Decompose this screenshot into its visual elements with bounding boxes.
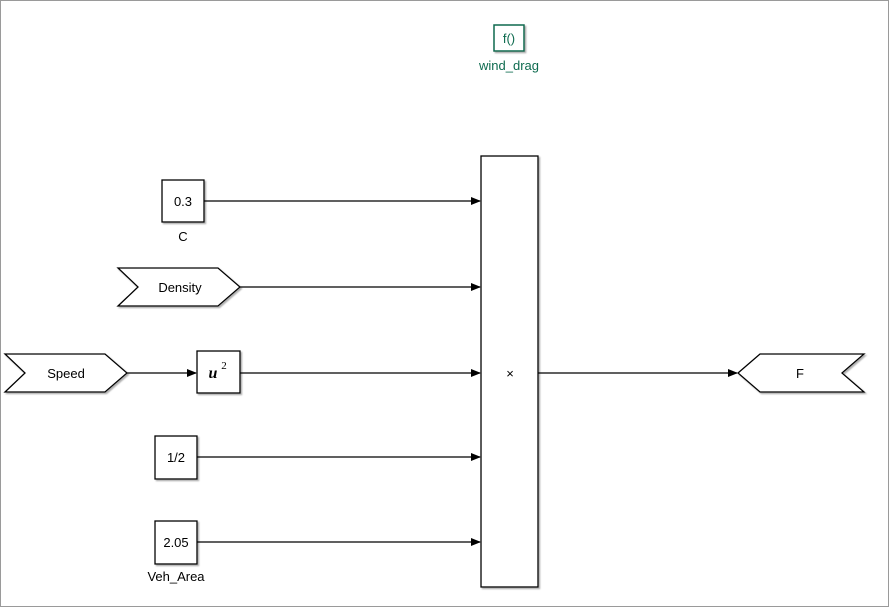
function-block-text: f() — [503, 31, 515, 46]
output-goto-text: F — [796, 366, 804, 381]
constant-half-block[interactable]: 1/2 — [154, 435, 198, 480]
output-goto-block[interactable]: F — [737, 353, 866, 393]
function-block-label: wind_drag — [478, 58, 539, 73]
constant-c-block[interactable]: 0.3 — [161, 179, 205, 223]
product-symbol: × — [506, 366, 514, 381]
constant-area-block[interactable]: 2.05 — [154, 520, 198, 565]
square-math-base: u — [209, 365, 218, 382]
constant-half-value: 1/2 — [167, 450, 185, 465]
square-math-block[interactable]: u 2 — [196, 350, 241, 394]
density-goto-text: Density — [158, 280, 202, 295]
function-block[interactable]: f() — [493, 24, 525, 52]
product-block[interactable]: × — [480, 155, 539, 588]
square-math-exponent: 2 — [221, 360, 227, 372]
speed-from-text: Speed — [47, 366, 85, 381]
density-goto-block[interactable]: Density — [116, 267, 241, 307]
speed-from-block[interactable]: Speed — [3, 353, 128, 393]
constant-c-value: 0.3 — [174, 194, 192, 209]
constant-area-value: 2.05 — [163, 535, 188, 550]
constant-c-label: C — [178, 229, 187, 244]
constant-area-label: Veh_Area — [147, 569, 205, 584]
